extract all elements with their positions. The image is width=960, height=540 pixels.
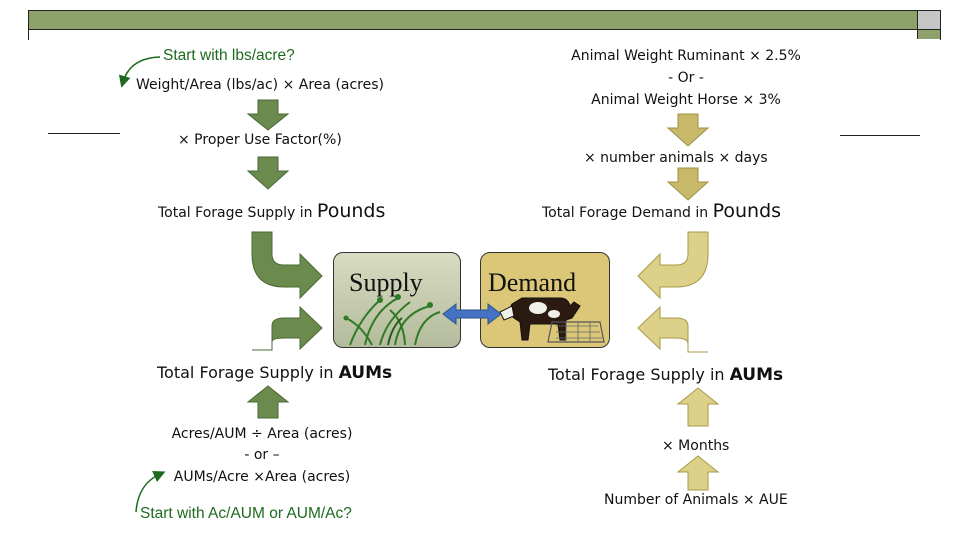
right-up-arrow-2 [676,455,720,491]
start-note-arrow [118,56,161,88]
title-bar-lower [29,31,940,41]
left-formula-1: Weight/Area (lbs/ac) × Area (acres) [136,77,385,93]
cow-icon [499,297,605,343]
supply-label: Supply [349,268,423,297]
left-curve-arrow-top [251,231,323,300]
start-note: Start with lbs/acre? [163,47,295,64]
left-total-pounds-unit: Pounds [316,200,386,222]
right-down-arrow-1 [666,113,710,147]
title-bar [28,10,941,41]
left-up-arrow [246,385,290,419]
title-bar-stripe [29,11,940,30]
right-total-pounds: Total Forage Demand in Pounds [542,200,781,222]
left-curve-arrow-bottom [252,305,323,351]
grass-seed-heads [343,294,433,321]
left-formula-2: × Proper Use Factor(%) [178,132,342,148]
left-down-arrow-2 [246,156,290,190]
title-bar-end-block [917,11,940,39]
left-total-pounds: Total Forage Supply in Pounds [158,200,385,222]
right-weight-line-2: - Or - [668,70,704,86]
left-total-aums-prefix: Total Forage Supply in [157,363,339,382]
left-rule [48,133,120,134]
left-down-arrow-1 [246,99,290,131]
right-curve-arrow-top [637,231,709,300]
left-total-aums-unit: AUMs [338,363,393,383]
right-total-aums-prefix: Total Forage Supply in [548,365,730,384]
supply-demand-link-arrow [442,302,502,326]
right-total-pounds-unit: Pounds [712,200,782,222]
right-up-arrow-1 [676,387,720,427]
right-total-aums-unit: AUMs [729,365,784,385]
start-note2-arrow [135,471,166,513]
left-acres-line-1: Acres/AUM ÷ Area (acres) [171,426,353,442]
right-curve-arrow-bottom [637,305,708,353]
left-total-pounds-prefix: Total Forage Supply in [158,205,317,221]
grass-icon [345,297,441,346]
left-acres-line-2: - or – [244,447,280,463]
right-total-pounds-prefix: Total Forage Demand in [542,205,713,221]
demand-label: Demand [488,268,577,297]
start-note-2: Start with Ac/AUM or AUM/Ac? [140,505,352,522]
right-animals: Number of Animals × AUE [604,492,788,508]
right-total-aums: Total Forage Supply in AUMs [548,365,783,385]
left-acres-line-3: AUMs/Acre ×Area (acres) [173,469,351,485]
right-rule [840,135,920,136]
right-formula-2: × number animals × days [584,150,768,166]
right-months: × Months [662,438,730,454]
supply-box [333,252,461,348]
right-down-arrow-2 [666,167,710,201]
left-total-aums: Total Forage Supply in AUMs [157,363,392,383]
right-weight-line-1: Animal Weight Ruminant × 2.5% [571,48,801,64]
right-weight-line-3: Animal Weight Horse × 3% [591,92,781,108]
